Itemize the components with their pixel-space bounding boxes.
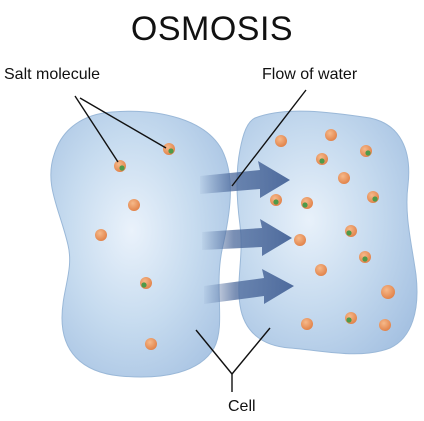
salt-molecule [338, 172, 350, 184]
flow-arrow-icon [200, 161, 290, 198]
water-flow-arrows [200, 161, 294, 304]
flow-of-water-label: Flow of water [262, 66, 358, 83]
cell-leader-line [231, 327, 271, 375]
salt-molecule [316, 153, 328, 165]
salt-molecule [315, 264, 327, 276]
salt-molecule [140, 277, 152, 289]
salt-molecule [270, 194, 282, 206]
flow-leader-line [231, 89, 307, 187]
left-cell-molecules [95, 143, 175, 350]
cell-label: Cell [228, 398, 256, 415]
leader-lines [74, 89, 307, 392]
salt-molecule [95, 229, 107, 241]
salt-molecule [145, 338, 157, 350]
salt-molecule [163, 143, 175, 155]
flow-arrow-icon [204, 269, 294, 304]
salt-molecule [114, 160, 126, 172]
left-cell [50, 110, 231, 378]
salt-molecule [301, 318, 313, 330]
cell-leader-line [195, 329, 233, 375]
salt-molecule [359, 251, 371, 263]
salt-molecule [367, 191, 379, 203]
salt-leader-line [74, 95, 119, 163]
salt-molecule [379, 319, 391, 331]
salt-molecule [294, 234, 306, 246]
salt-leader-line [79, 97, 167, 149]
salt-molecule [345, 312, 357, 324]
salt-molecule-label: Salt molecule [4, 66, 101, 83]
salt-molecule [301, 197, 313, 209]
salt-molecule [325, 129, 337, 141]
diagram-title: OSMOSIS [130, 10, 294, 48]
flow-arrow-icon [202, 219, 292, 256]
salt-molecule [275, 135, 287, 147]
salt-molecule [360, 145, 372, 157]
salt-molecule [128, 199, 140, 211]
salt-molecule [381, 285, 395, 299]
salt-molecule [345, 225, 357, 237]
right-cell-molecules [270, 129, 395, 331]
